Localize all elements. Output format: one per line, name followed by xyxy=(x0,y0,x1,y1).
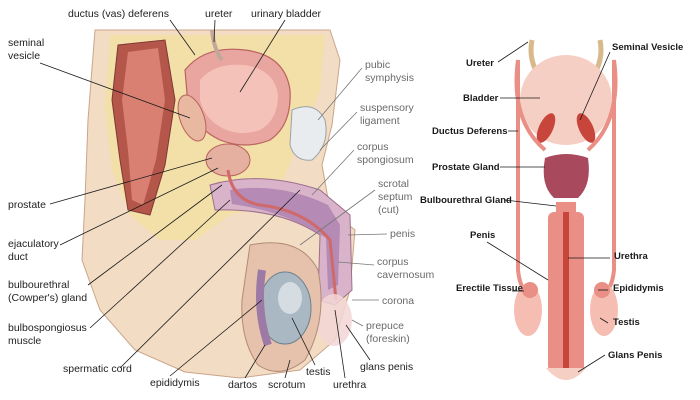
right-seminal-vesicle-left xyxy=(536,113,556,143)
right-bladder-shape xyxy=(520,55,612,145)
right-frontal-diagram xyxy=(514,39,618,380)
label-seminal-vesicle-1: seminal xyxy=(8,37,44,49)
right-leader-lines xyxy=(486,41,611,373)
label-scrotal-septum-2: septum xyxy=(378,191,413,203)
label-bulbospongiosus-2: muscle xyxy=(8,335,41,347)
label-suspensory-ligament-1: suspensory xyxy=(360,102,414,114)
label-testis-left: testis xyxy=(306,366,331,378)
testis-highlight-shape xyxy=(278,282,302,314)
label-penis-right: Penis xyxy=(470,230,495,241)
label-vas-deferens: ductus (vas) deferens xyxy=(68,8,169,20)
corpus-cavernosum-shape xyxy=(230,187,340,290)
label-erectile-tissue-right: Erectile Tissue xyxy=(456,283,523,294)
label-epididymis-right: Epididymis xyxy=(613,283,664,294)
label-scrotal-septum-3: (cut) xyxy=(378,204,399,216)
label-corpus-cavernosum-1: corpus xyxy=(377,256,409,268)
label-urinary-bladder: urinary bladder xyxy=(251,8,322,20)
label-bulbourethral-2: (Cowper's) gland xyxy=(8,292,87,304)
label-suspensory-ligament-2: ligament xyxy=(360,115,400,127)
label-pubic-symphysis-1: pubic xyxy=(365,59,390,71)
ureter-tube xyxy=(210,29,224,62)
glans-shape xyxy=(316,294,352,346)
label-corona: corona xyxy=(382,295,414,307)
label-bulbourethral-1: bulbourethral xyxy=(8,279,69,291)
right-bulbourethral-shape xyxy=(556,202,576,212)
label-dartos: dartos xyxy=(228,379,257,391)
label-urethra-right: Urethra xyxy=(614,251,649,262)
label-corpus-spongiosum-2: spongiosum xyxy=(357,154,414,166)
label-ejaculatory-duct-2: duct xyxy=(8,251,28,263)
label-scrotum: scrotum xyxy=(268,379,306,391)
left-sagittal-diagram xyxy=(81,29,356,379)
label-penis-left: penis xyxy=(390,228,415,240)
label-glans-penis: glans penis xyxy=(360,361,413,373)
label-bulbospongiosus-1: bulbospongiosus xyxy=(8,322,87,334)
label-prepuce-2: (foreskin) xyxy=(366,333,410,345)
label-prostate-gland-right: Prostate Gland xyxy=(432,162,500,173)
right-seminal-vesicle-right xyxy=(576,113,596,143)
label-spermatic-cord: spermatic cord xyxy=(63,363,132,375)
left-leader-lines xyxy=(39,19,388,379)
label-corpus-spongiosum-1: corpus xyxy=(357,141,389,153)
pubic-symphysis-shape xyxy=(289,106,327,161)
right-glans-shape xyxy=(546,368,586,380)
label-seminal-vesicle-right: Seminal Vesicle xyxy=(612,42,683,53)
label-pubic-symphysis-2: symphysis xyxy=(365,72,414,84)
label-ductus-deferens-right: Ductus Deferens xyxy=(432,126,508,137)
label-epididymis-left: epididymis xyxy=(150,377,200,389)
label-prepuce-1: prepuce xyxy=(366,320,404,332)
label-ureter-right: Ureter xyxy=(466,58,494,69)
label-scrotal-septum-1: scrotal xyxy=(378,178,409,190)
label-bladder-right: Bladder xyxy=(463,93,499,104)
right-prostate-shape xyxy=(543,154,589,198)
label-bulbourethral-gland-right: Bulbourethral Gland xyxy=(420,195,512,206)
right-testis-right xyxy=(590,284,618,336)
right-urethra-line xyxy=(563,212,569,377)
seminal-vesicle-shape xyxy=(177,94,207,142)
label-urethra-left: urethra xyxy=(333,379,366,391)
label-ejaculatory-duct-1: ejaculatory xyxy=(8,238,60,250)
label-prostate: prostate xyxy=(8,199,46,211)
label-testis-right: Testis xyxy=(613,317,640,328)
label-seminal-vesicle-2: vesicle xyxy=(8,50,40,62)
rectum-lining-shape xyxy=(122,48,165,205)
right-testis-left xyxy=(514,284,542,336)
label-corpus-cavernosum-2: cavernosum xyxy=(377,269,434,281)
label-ureter-left: ureter xyxy=(205,8,233,20)
epididymis-shape xyxy=(256,269,272,347)
label-glans-penis-right: Glans Penis xyxy=(608,350,662,361)
bladder-lumen-shape xyxy=(200,64,278,134)
right-epididymis-left xyxy=(522,282,538,298)
